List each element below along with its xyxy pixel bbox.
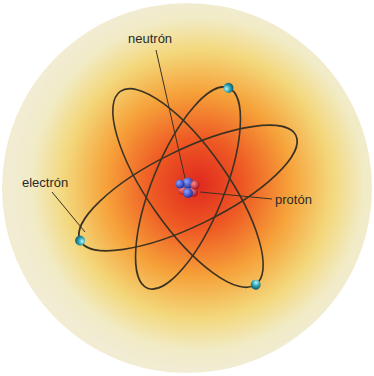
electrons (73, 81, 262, 291)
nucleus (176, 178, 200, 199)
leader-lines (52, 50, 272, 232)
orbits (63, 68, 312, 307)
neutron-label: neutrón (128, 32, 172, 46)
electron-label: electrón (22, 176, 68, 190)
proton-label: protón (275, 193, 312, 207)
atom-glow (2, 3, 372, 373)
